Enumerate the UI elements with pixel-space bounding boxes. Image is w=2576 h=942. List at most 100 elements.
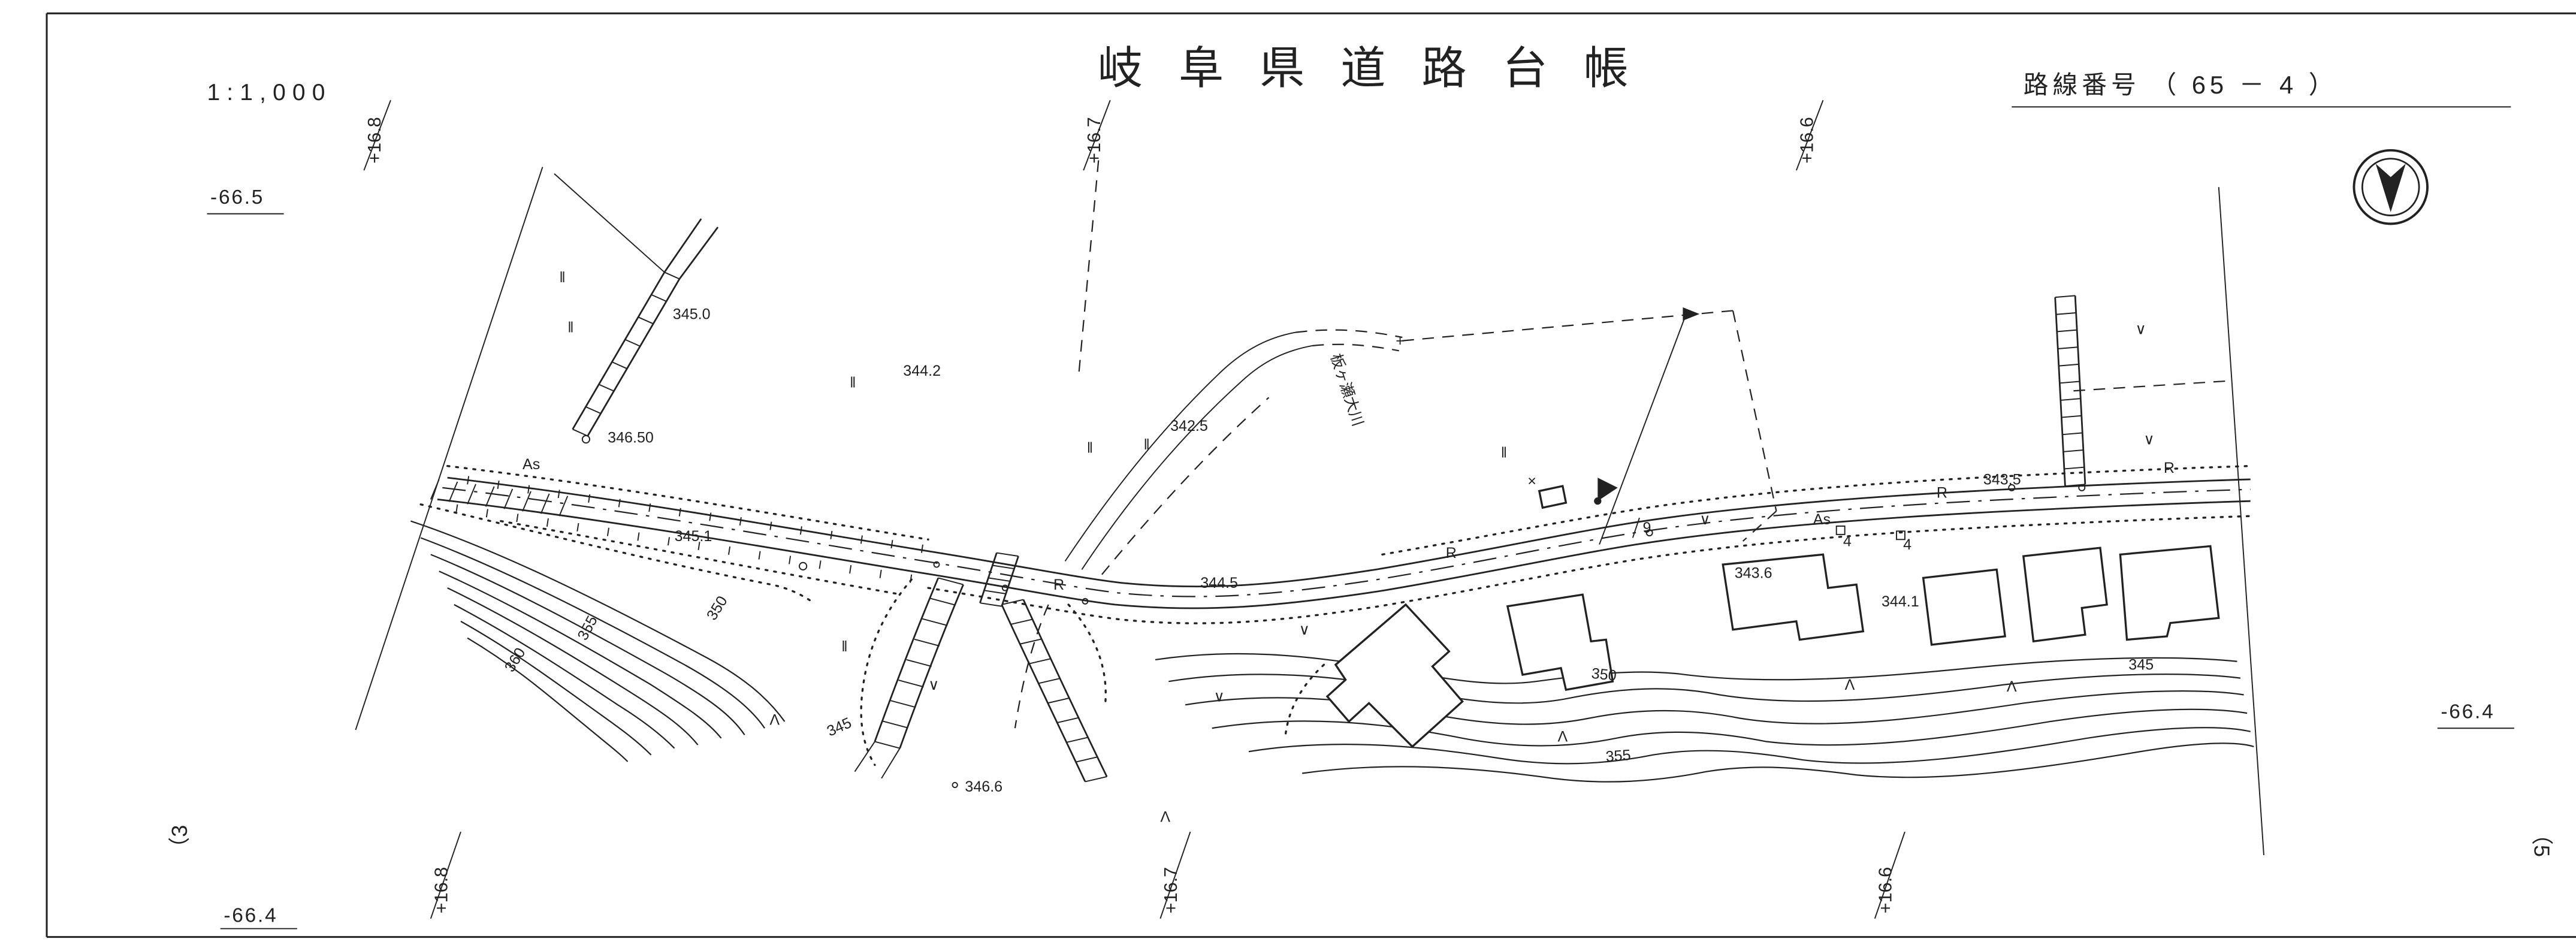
branch-roads [1067, 603, 1107, 706]
elevation-label: 346.50 [608, 430, 654, 446]
road-hatching [890, 700, 916, 708]
map-scale: 1:1,000 [207, 80, 331, 105]
station-number: 9 [1643, 520, 1651, 536]
road-hatching [984, 590, 1006, 594]
branch-roads [554, 173, 665, 273]
road-hatching [2058, 363, 2079, 367]
contour-label: 345 [825, 714, 854, 740]
road-hatching [503, 488, 514, 509]
branch-roads [1022, 599, 1108, 777]
surface-as-label: As [1813, 511, 1831, 528]
road-hatching [910, 574, 913, 583]
neat-lines [355, 167, 543, 730]
elevation-label: 342.5 [1170, 418, 1208, 434]
road-hatching [992, 564, 1014, 570]
grid-tick-marks [363, 99, 391, 171]
road-hatching [648, 503, 651, 512]
contour-lines-valley [1248, 727, 2251, 765]
road-hatching [1029, 658, 1052, 665]
retaining-wall [2074, 295, 2086, 485]
stream-lines [1014, 604, 1049, 729]
parcel-boundaries [1402, 307, 2231, 545]
road-hatching [2060, 398, 2081, 401]
road-hatching [572, 428, 588, 437]
contour-label: 360 [502, 645, 529, 675]
grid-tick-marks [1083, 99, 1111, 171]
contour-label: 350 [1591, 665, 1618, 684]
branch-roads [572, 271, 666, 430]
road-hatching [922, 618, 948, 626]
parcel-boundaries [1742, 511, 1777, 542]
road-hatching [448, 481, 458, 502]
road-hatching [898, 680, 924, 688]
parcel-boundaries [2073, 380, 2231, 392]
parcel-boundaries [1599, 313, 1687, 545]
road-hatching [2055, 295, 2076, 298]
contour-label: 345 [2128, 657, 2154, 674]
road-hatching [2064, 466, 2085, 470]
vegetation-symbol: Λ [2007, 678, 2017, 695]
grid-coordinate-label: -66.5 [210, 186, 264, 209]
road-hatching [799, 526, 802, 535]
road-hatching [996, 552, 1019, 557]
contour-lines-valley [1284, 663, 1325, 736]
road-hatching [522, 491, 531, 512]
grid-tick-marks [430, 831, 461, 919]
vegetation-symbol: ∨ [2143, 431, 2154, 448]
road-hatching [938, 577, 964, 585]
contour-lines-hill [467, 637, 629, 762]
road-hatching [557, 490, 560, 499]
buildings [2119, 545, 2220, 641]
contour-label: 355 [1605, 747, 1632, 765]
road-hatching [890, 540, 893, 549]
neat-lines [355, 167, 2264, 856]
vegetation-symbol: Λ [1845, 677, 1855, 693]
road-hatching [624, 339, 641, 347]
north-arrow-icon [2352, 149, 2429, 225]
grid-coordinate-label: +16.6 [1876, 867, 1896, 914]
road-hatching [485, 486, 495, 507]
elevation-label: 345.1 [675, 528, 712, 545]
stream-lines [1077, 160, 1100, 378]
road-hatching [2058, 346, 2078, 349]
road-hatching [651, 294, 667, 302]
vegetation-symbol: ∨ [2135, 321, 2146, 337]
elevation-label: 343.5 [1983, 471, 2021, 488]
elevation-label: 344.5 [1200, 575, 1238, 591]
field-symbol: ‖ [1143, 436, 1149, 453]
contour-lines-valley [1212, 708, 2248, 747]
field-symbol: ‖ [559, 269, 565, 286]
road-hatching [1076, 756, 1098, 763]
field-symbol: ‖ [850, 375, 856, 391]
contour-lines-valley [1155, 653, 2237, 684]
contour-lines-valley [1302, 742, 2254, 783]
road-hatching [830, 530, 833, 539]
road-hatching [1038, 677, 1061, 684]
branch-roads [860, 578, 913, 766]
road-hatching [516, 514, 519, 523]
road-hatching [1020, 638, 1043, 645]
survey-points [1597, 478, 1618, 502]
sheet-title: 岐 阜 県 道 路 台 帳 [1098, 43, 1640, 93]
parcel-boundaries [1402, 310, 1734, 342]
elevation-label: 344.1 [1882, 593, 1919, 610]
contour-lines-hill [410, 503, 813, 762]
road-hatching [599, 384, 614, 392]
buildings [2022, 547, 2108, 643]
survey-points [1896, 530, 1905, 541]
grid-tick-marks [363, 99, 1905, 919]
station-number: 4 [1903, 536, 1911, 553]
buildings [1325, 485, 2220, 748]
survey-cross-mark: + [1396, 333, 1405, 349]
grid-tick-marks [1795, 99, 1824, 171]
road-hatching [2059, 381, 2080, 384]
road-hatching [739, 517, 742, 526]
survey-points [1001, 584, 1008, 591]
field-symbol: ‖ [1087, 439, 1093, 456]
main-road [442, 487, 2251, 597]
branch-roads [874, 577, 940, 742]
road-hatching [430, 479, 440, 500]
road-hatching [879, 569, 882, 578]
